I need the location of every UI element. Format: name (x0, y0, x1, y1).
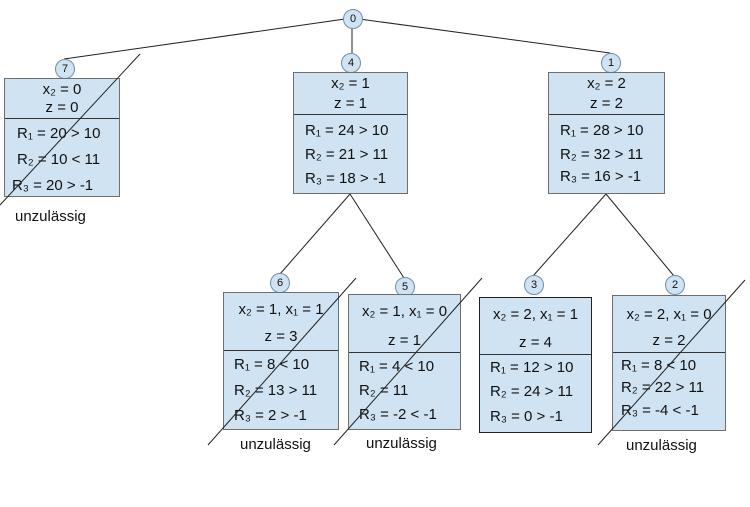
node-circle-2: 2 (665, 275, 685, 295)
edge-4-6 (279, 193, 351, 275)
node-3-head-1: z = 4 (519, 334, 552, 351)
node-1-head-1: z = 2 (590, 95, 623, 112)
node-box-1: x₂ = 2 z = 2 R₁ = 28 > 10 R₂ = 32 > 11 R… (548, 72, 665, 194)
node-1-separator (549, 114, 664, 115)
edge-1-2 (605, 193, 675, 277)
node-2-row-2: R₃ = -4 < -1 (621, 402, 699, 419)
node-circle-7: 7 (55, 59, 75, 79)
node-box-3: x₂ = 2, x₁ = 1 z = 4 R₁ = 12 > 10 R₂ = 2… (479, 297, 592, 433)
node-4-row-2: R₃ = 18 > -1 (305, 170, 387, 187)
node-circle-3: 3 (524, 275, 544, 295)
node-6-separator (224, 350, 338, 351)
node-5-status: unzulässig (366, 435, 437, 452)
node-5-row-0: R₁ = 4 < 10 (359, 358, 435, 375)
node-circle-1: 1 (601, 53, 621, 73)
node-6-row-2: R₃ = 2 > -1 (234, 407, 307, 424)
node-1-row-0: R₁ = 28 > 10 (560, 122, 644, 139)
node-2-row-0: R₁ = 8 < 10 (621, 357, 697, 374)
edge-0-7 (63, 17, 353, 60)
node-4-head-0: x₂ = 1 (331, 75, 370, 92)
edge-1-3 (532, 193, 607, 277)
node-3-row-0: R₁ = 12 > 10 (490, 359, 574, 376)
node-3-head-0: x₂ = 2, x₁ = 1 (492, 306, 579, 323)
node-5-head-1: z = 1 (388, 332, 421, 349)
node-7-head-0: x₂ = 0 (42, 81, 82, 98)
node-7-status: unzulässig (15, 208, 86, 225)
node-5-head-0: x₂ = 1, x₁ = 0 (361, 303, 448, 320)
node-1-row-2: R₃ = 16 > -1 (560, 168, 642, 185)
node-7-separator (5, 118, 119, 119)
node-circle-0: 0 (343, 9, 363, 29)
node-5-separator (349, 352, 460, 353)
node-4-row-1: R₂ = 21 > 11 (305, 146, 389, 163)
node-3-row-2: R₃ = 0 > -1 (490, 408, 563, 425)
node-4-separator (294, 114, 407, 115)
node-7-row-1: R₂ = 10 < 11 (17, 151, 101, 168)
edge-0-1 (351, 17, 611, 54)
node-6-head-0: x₂ = 1, x₁ = 1 (238, 301, 324, 318)
node-box-4: x₂ = 1 z = 1 R₁ = 24 > 10 R₂ = 21 > 11 R… (293, 72, 408, 194)
node-6-row-1: R₂ = 13 > 11 (234, 382, 318, 399)
node-6-head-1: z = 3 (264, 328, 298, 345)
node-2-status: unzulässig (626, 437, 697, 454)
node-box-6: x₂ = 1, x₁ = 1 z = 3 R₁ = 8 < 10 R₂ = 13… (223, 292, 339, 430)
node-6-row-0: R₁ = 8 < 10 (234, 356, 310, 373)
node-2-head-1: z = 2 (652, 332, 686, 349)
node-2-head-0: x₂ = 2, x₁ = 0 (626, 306, 712, 323)
edge-4-5 (349, 193, 405, 279)
node-5-row-1: R₂ = 11 (359, 382, 409, 399)
node-7-head-1: z = 0 (45, 99, 79, 116)
node-7-row-0: R₁ = 20 > 10 (17, 125, 101, 142)
node-7-row-2: R₃ = 20 > -1 (12, 177, 94, 194)
node-box-5: x₂ = 1, x₁ = 0 z = 1 R₁ = 4 < 10 R₂ = 11… (348, 294, 461, 430)
node-1-row-1: R₂ = 32 > 11 (560, 146, 644, 163)
node-box-2: x₂ = 2, x₁ = 0 z = 2 R₁ = 8 < 10 R₂ = 22… (612, 295, 726, 431)
node-4-head-1: z = 1 (334, 95, 367, 112)
node-5-row-2: R₃ = -2 < -1 (359, 406, 437, 423)
node-4-row-0: R₁ = 24 > 10 (305, 122, 389, 139)
node-3-separator (480, 354, 591, 355)
node-circle-6: 6 (270, 273, 290, 293)
node-box-7: x₂ = 0 z = 0 R₁ = 20 > 10 R₂ = 10 < 11 R… (4, 78, 120, 197)
node-1-head-0: x₂ = 2 (587, 75, 626, 92)
node-6-status: unzulässig (240, 436, 311, 453)
node-circle-4: 4 (341, 53, 361, 73)
node-3-row-1: R₂ = 24 > 11 (490, 383, 574, 400)
node-2-separator (613, 352, 725, 353)
node-2-row-1: R₂ = 22 > 11 (621, 379, 705, 396)
